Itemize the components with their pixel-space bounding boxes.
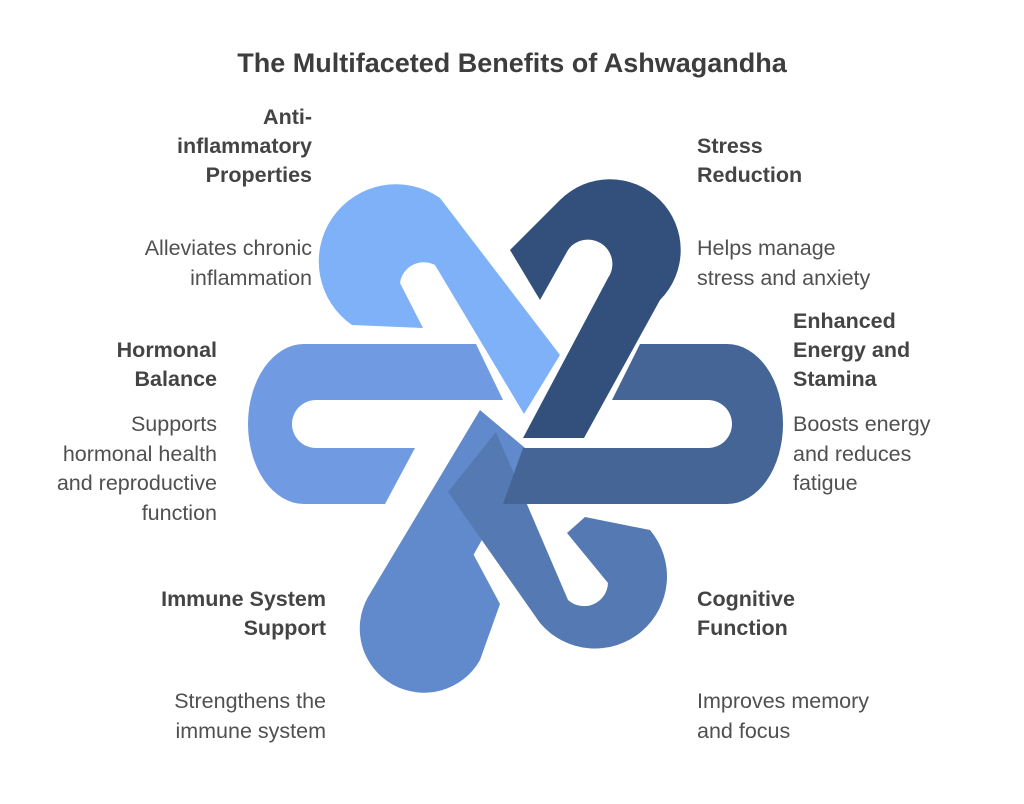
loop-hormonal-balance bbox=[248, 344, 503, 504]
loop-energy-stamina bbox=[503, 344, 783, 504]
benefit-heading: Anti- inflammatory Properties bbox=[176, 105, 312, 187]
diagram-title: The Multifaceted Benefits of Ashwagandha bbox=[237, 48, 787, 78]
benefit-anti-inflammatory: Anti- inflammatory Properties Alleviates… bbox=[22, 103, 312, 293]
benefit-description: Strengthens the immune system bbox=[174, 689, 326, 743]
benefit-heading: Enhanced Energy and Stamina bbox=[793, 309, 911, 391]
benefit-description: Helps manage stress and anxiety bbox=[697, 236, 871, 290]
loop-anti-inflammatory bbox=[318, 184, 560, 414]
benefit-immune-support: Immune System Support Strengthens the im… bbox=[36, 585, 326, 746]
benefit-hormonal-balance: Hormonal Balance Supports hormonal healt… bbox=[0, 336, 217, 528]
benefit-heading: Cognitive Function bbox=[697, 587, 795, 640]
benefit-heading: Immune System Support bbox=[161, 587, 326, 640]
loop-cognitive-function bbox=[448, 432, 667, 649]
benefit-cognitive-function: Cognitive Function Improves memory and f… bbox=[697, 585, 987, 746]
benefit-heading: Hormonal Balance bbox=[116, 338, 217, 391]
loop-stress-reduction bbox=[510, 179, 681, 438]
benefit-description: Boosts energy and reduces fatigue bbox=[793, 412, 931, 495]
benefit-description: Alleviates chronic inflammation bbox=[144, 236, 312, 290]
benefit-description: Supports hormonal health and reproductiv… bbox=[56, 412, 217, 525]
benefit-stress-reduction: Stress Reduction Helps manage stress and… bbox=[697, 132, 987, 293]
benefit-heading: Stress Reduction bbox=[697, 134, 803, 187]
benefit-energy-stamina: Enhanced Energy and Stamina Boosts energ… bbox=[793, 307, 1024, 499]
benefit-description: Improves memory and focus bbox=[697, 689, 870, 743]
